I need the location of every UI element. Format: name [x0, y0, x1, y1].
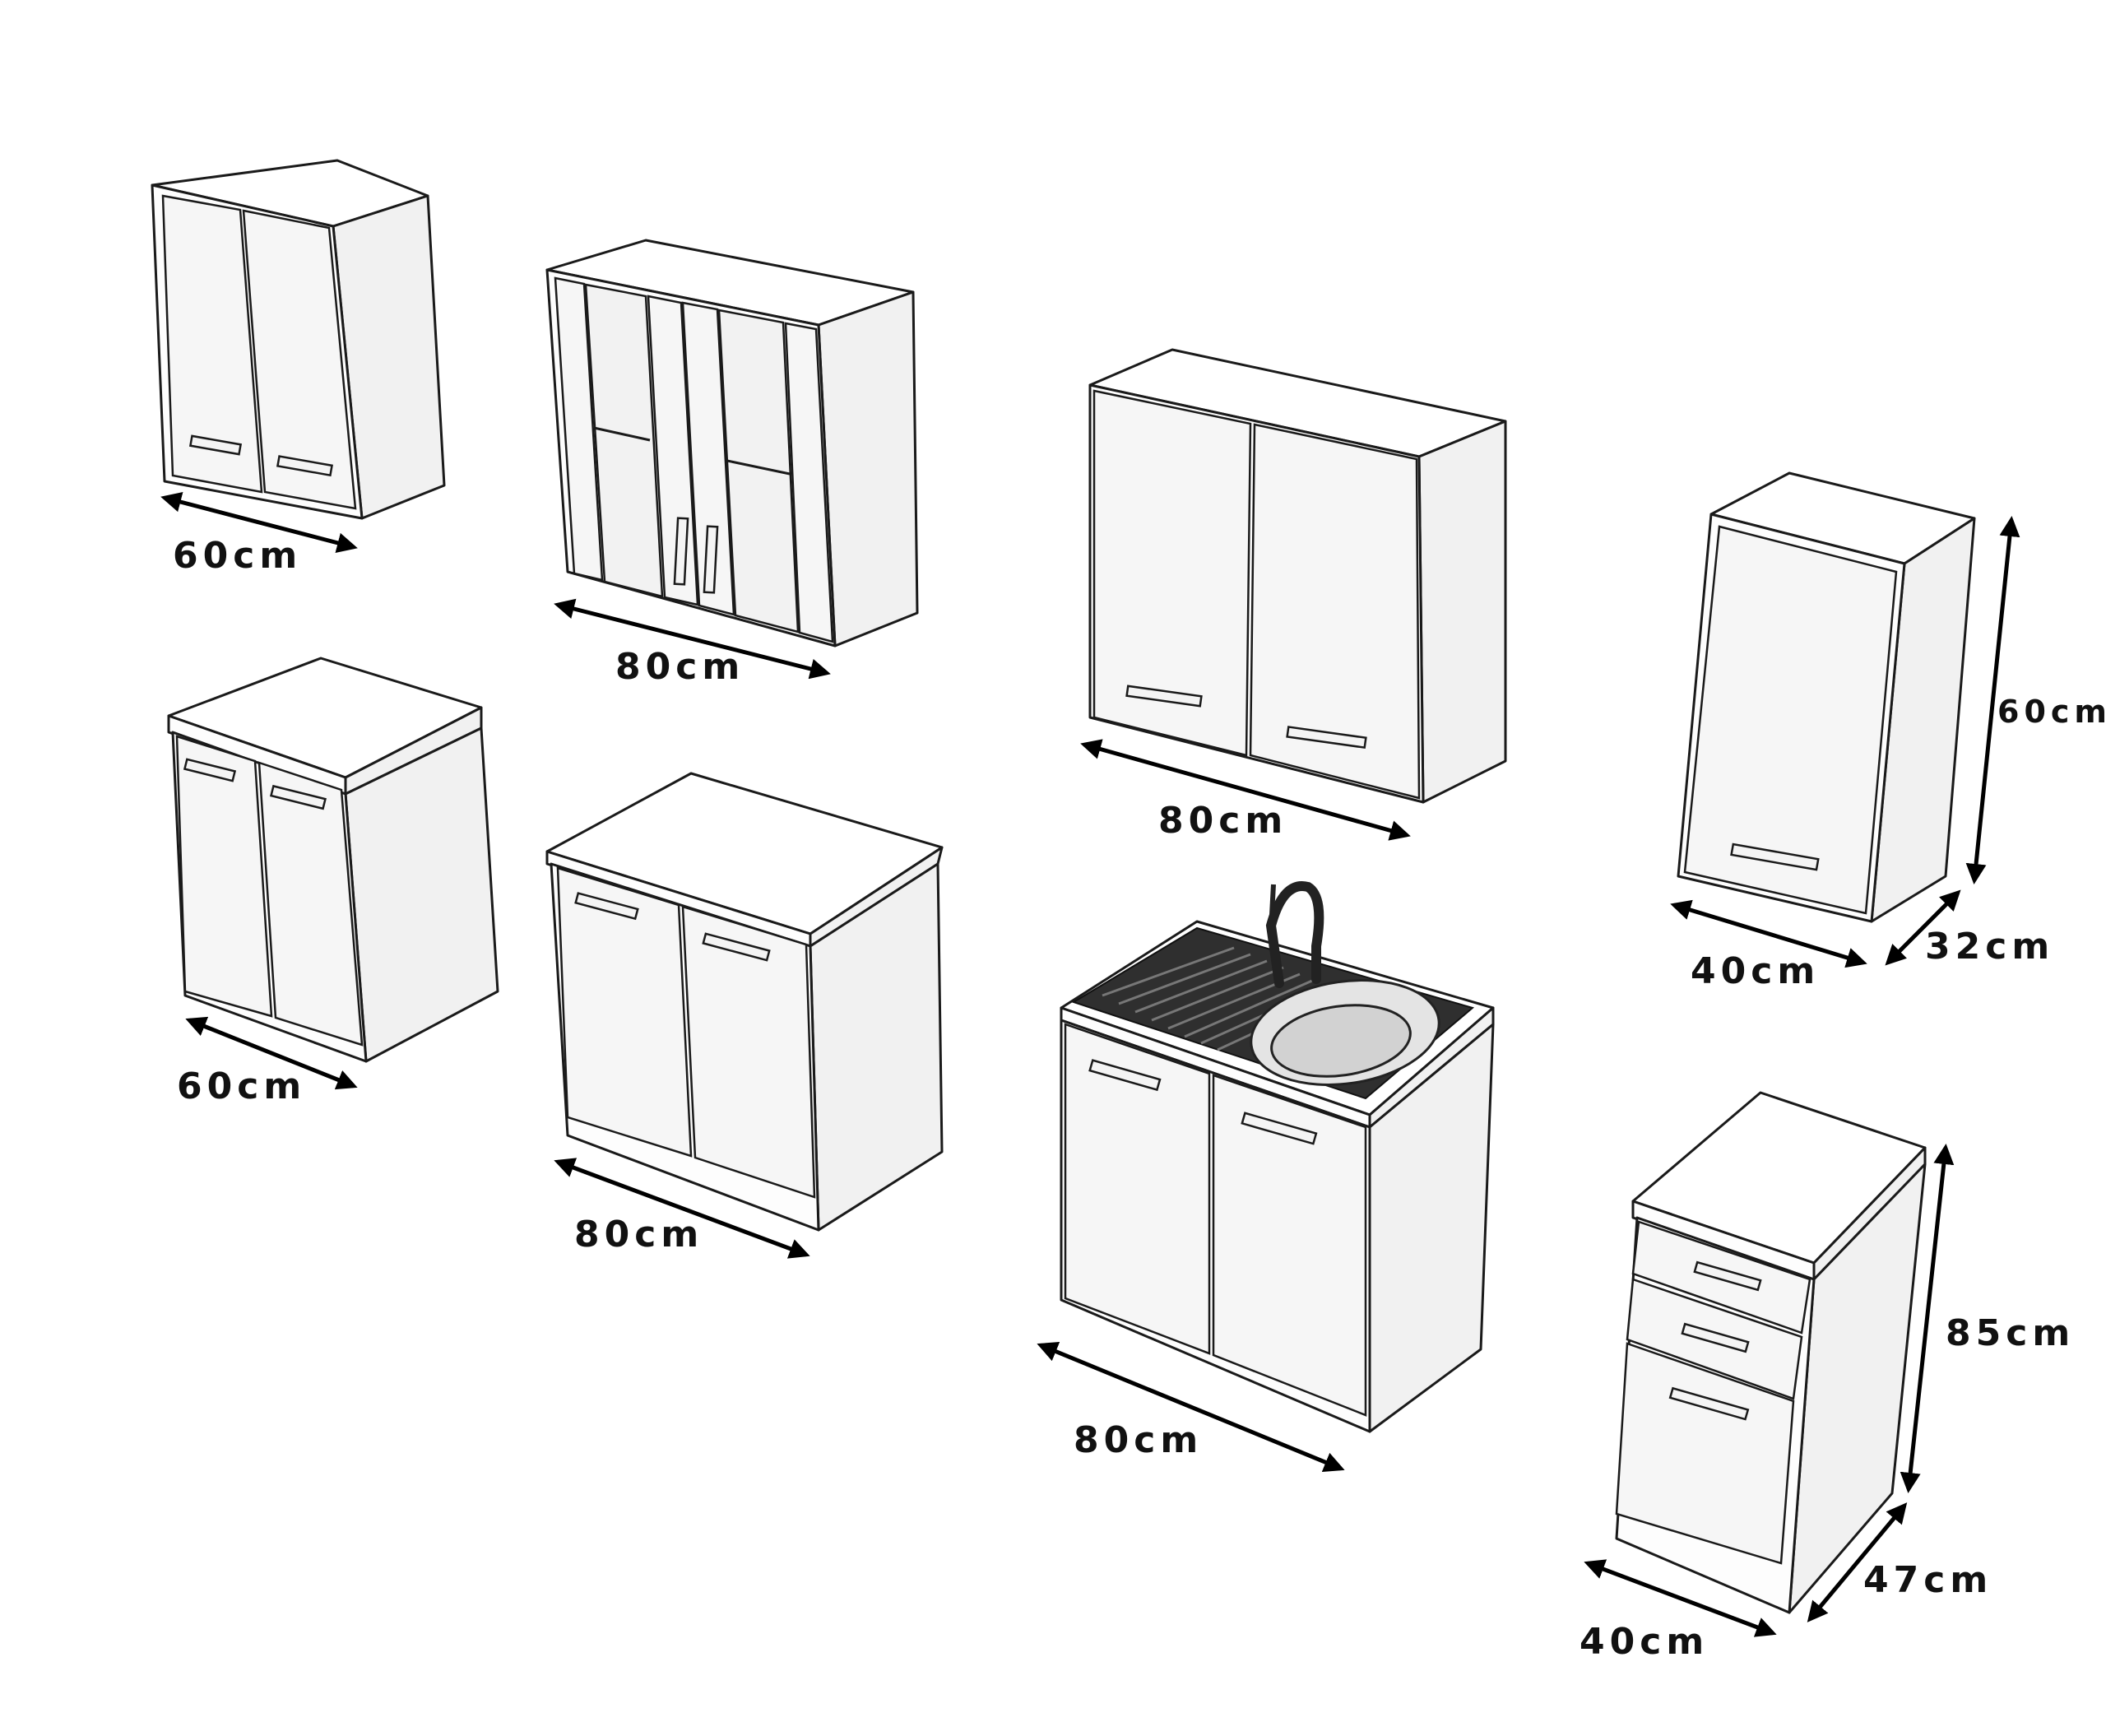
base-cabinet-60 [167, 657, 499, 1063]
dimension-arrows [160, 491, 2020, 1637]
drawer-40-width-label: 40cm [1580, 1621, 1709, 1663]
drawer-40-depth-label: 47cm [1863, 1559, 1992, 1601]
drawer-cabinet-40 [1615, 1091, 1927, 1614]
upper-cabinet-80 [1088, 348, 1507, 804]
upper-cabinet-40 [1677, 471, 1976, 923]
base-cabinet-80 [545, 772, 944, 1232]
upper-40-depth-label: 32cm [1925, 926, 2054, 968]
base-60-width-label: 60cm [177, 1065, 306, 1107]
base-80-width-label: 80cm [574, 1214, 703, 1256]
upper-glass-cabinet-80 [545, 239, 919, 648]
drawer-40-height-label: 85cm [1946, 1312, 2075, 1354]
sink-80-width-label: 80cm [1074, 1419, 1203, 1461]
upper-glass-80-width-label: 80cm [615, 646, 745, 688]
drainer-ribs [1102, 946, 1321, 1051]
upper-60-width-label: 60cm [173, 535, 302, 577]
upper-cabinet-60 [151, 159, 446, 520]
dimension-labels: 60cm 80cm 80cm 60cm 40cm 32cm 60cm 80cm … [173, 535, 2106, 1663]
upper-80-width-label: 80cm [1158, 800, 1287, 842]
upper-40-width-label: 40cm [1691, 950, 1820, 992]
sink-cabinet-80 [1060, 881, 1495, 1433]
faucet [1265, 881, 1324, 988]
upper-40-height-label: 60cm [1997, 694, 2106, 730]
